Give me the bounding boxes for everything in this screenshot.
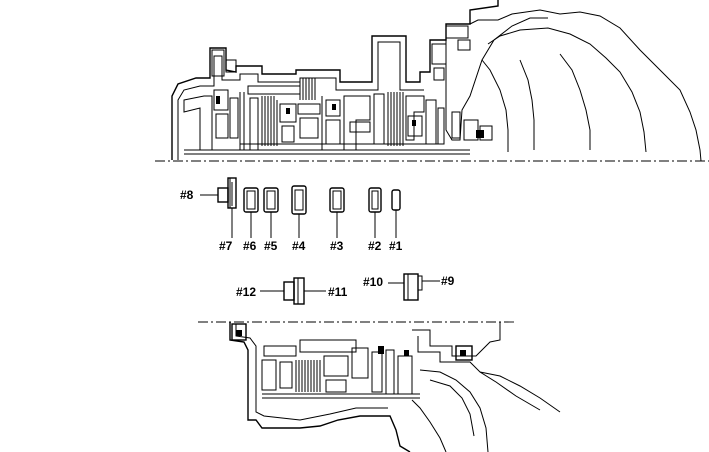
lower-transmission-assembly — [198, 321, 561, 452]
label-part-10: #10 — [363, 275, 384, 289]
part-7-8 — [200, 177, 237, 238]
label-part-11: #11 — [328, 285, 348, 299]
label-part-8: #8 — [180, 188, 194, 202]
part-4 — [291, 185, 307, 238]
part-6 — [243, 187, 259, 238]
label-part-4: #4 — [292, 239, 306, 253]
label-part-12: #12 — [236, 285, 257, 299]
label-part-5: #5 — [264, 239, 278, 253]
part-2 — [368, 187, 382, 238]
upper-clutch-packs — [183, 78, 493, 155]
part-11-12 — [260, 277, 326, 305]
exploded-parts-row-1 — [200, 177, 401, 238]
label-part-1: #1 — [389, 239, 403, 253]
label-part-6: #6 — [243, 239, 257, 253]
part-5 — [263, 187, 279, 238]
part-3 — [329, 187, 345, 238]
part-9-10 — [388, 273, 440, 301]
label-part-7: #7 — [219, 239, 233, 253]
label-part-9: #9 — [441, 274, 455, 288]
upper-transmission-assembly — [155, 0, 709, 162]
part-1 — [391, 189, 401, 238]
label-part-3: #3 — [330, 239, 344, 253]
exploded-parts-row-2 — [260, 273, 440, 305]
label-part-2: #2 — [368, 239, 382, 253]
